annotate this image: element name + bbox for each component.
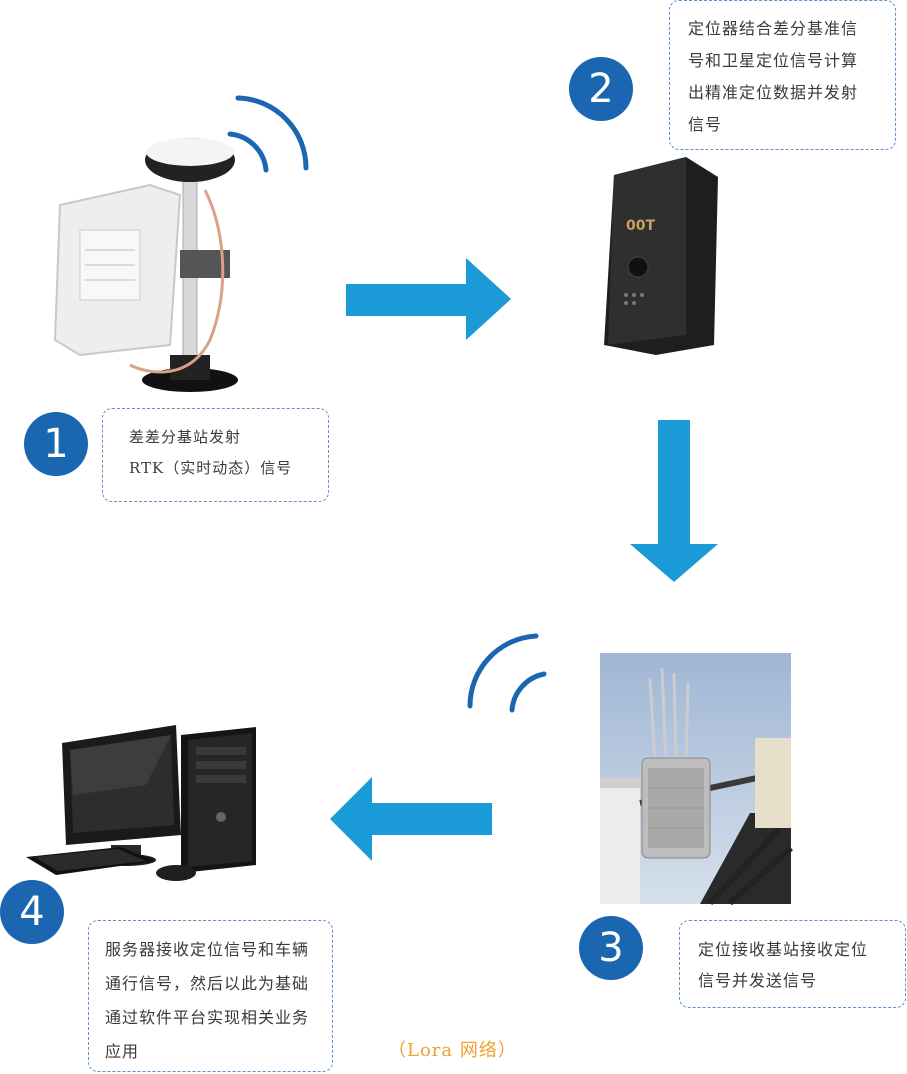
signal-arc-inner-icon: [227, 131, 269, 173]
step-4-line-1: 服务器接收定位信号和车辆: [105, 940, 310, 959]
step-2-description: 定位器结合差分基准信 号和卫星定位信号计算 出精准定位数据并发射 信号: [669, 0, 896, 150]
step-3-line-2: 信号并发送信号: [698, 971, 818, 990]
arrow-down-icon: [630, 420, 718, 582]
network-label: （Lora 网络）: [388, 1040, 517, 1061]
step-2-line-4: 信号: [688, 115, 723, 134]
arrow-left-icon: [330, 777, 492, 861]
step-1-line-1: 差差分基站发射: [129, 428, 242, 446]
step-3-description: 定位接收基站接收定位 信号并发送信号: [679, 920, 906, 1008]
step-4-badge: 4: [0, 880, 64, 944]
locator-label-text: 00T: [626, 218, 655, 234]
server-computer-image: [26, 725, 256, 881]
step-3-badge: 3: [579, 916, 643, 980]
step-2-line-1: 定位器结合差分基准信: [688, 19, 859, 38]
signal-arc-outer-icon: [235, 95, 309, 171]
step-1-badge: 1: [24, 412, 88, 476]
step-4-line-3: 通过软件平台实现相关业务: [105, 1008, 310, 1027]
step-4-line-4: 应用: [105, 1042, 140, 1061]
step-4-line-2: 通行信号，然后以此为基础: [105, 974, 310, 993]
step-2-line-2: 号和卫星定位信号计算: [688, 51, 859, 70]
signal-arc-outer-icon: [467, 633, 539, 709]
step-2-line-3: 出精准定位数据并发射: [688, 83, 859, 102]
arrow-right-icon: [346, 258, 511, 340]
receiving-base-station-image: [600, 653, 794, 906]
signal-arc-inner-icon: [509, 671, 547, 713]
base-station-device-image: [53, 95, 309, 392]
receiving-signal-arcs: [467, 633, 547, 713]
step-1-line-2: RTK（实时动态）信号: [129, 459, 293, 477]
step-4-description: 服务器接收定位信号和车辆 通行信号，然后以此为基础 通过软件平台实现相关业务 应…: [88, 920, 333, 1072]
step-1-description: 差差分基站发射 RTK（实时动态）信号: [102, 408, 329, 502]
locator-device-image: 00T: [604, 157, 718, 355]
step-3-line-1: 定位接收基站接收定位: [698, 940, 869, 959]
step-2-badge: 2: [569, 57, 633, 121]
